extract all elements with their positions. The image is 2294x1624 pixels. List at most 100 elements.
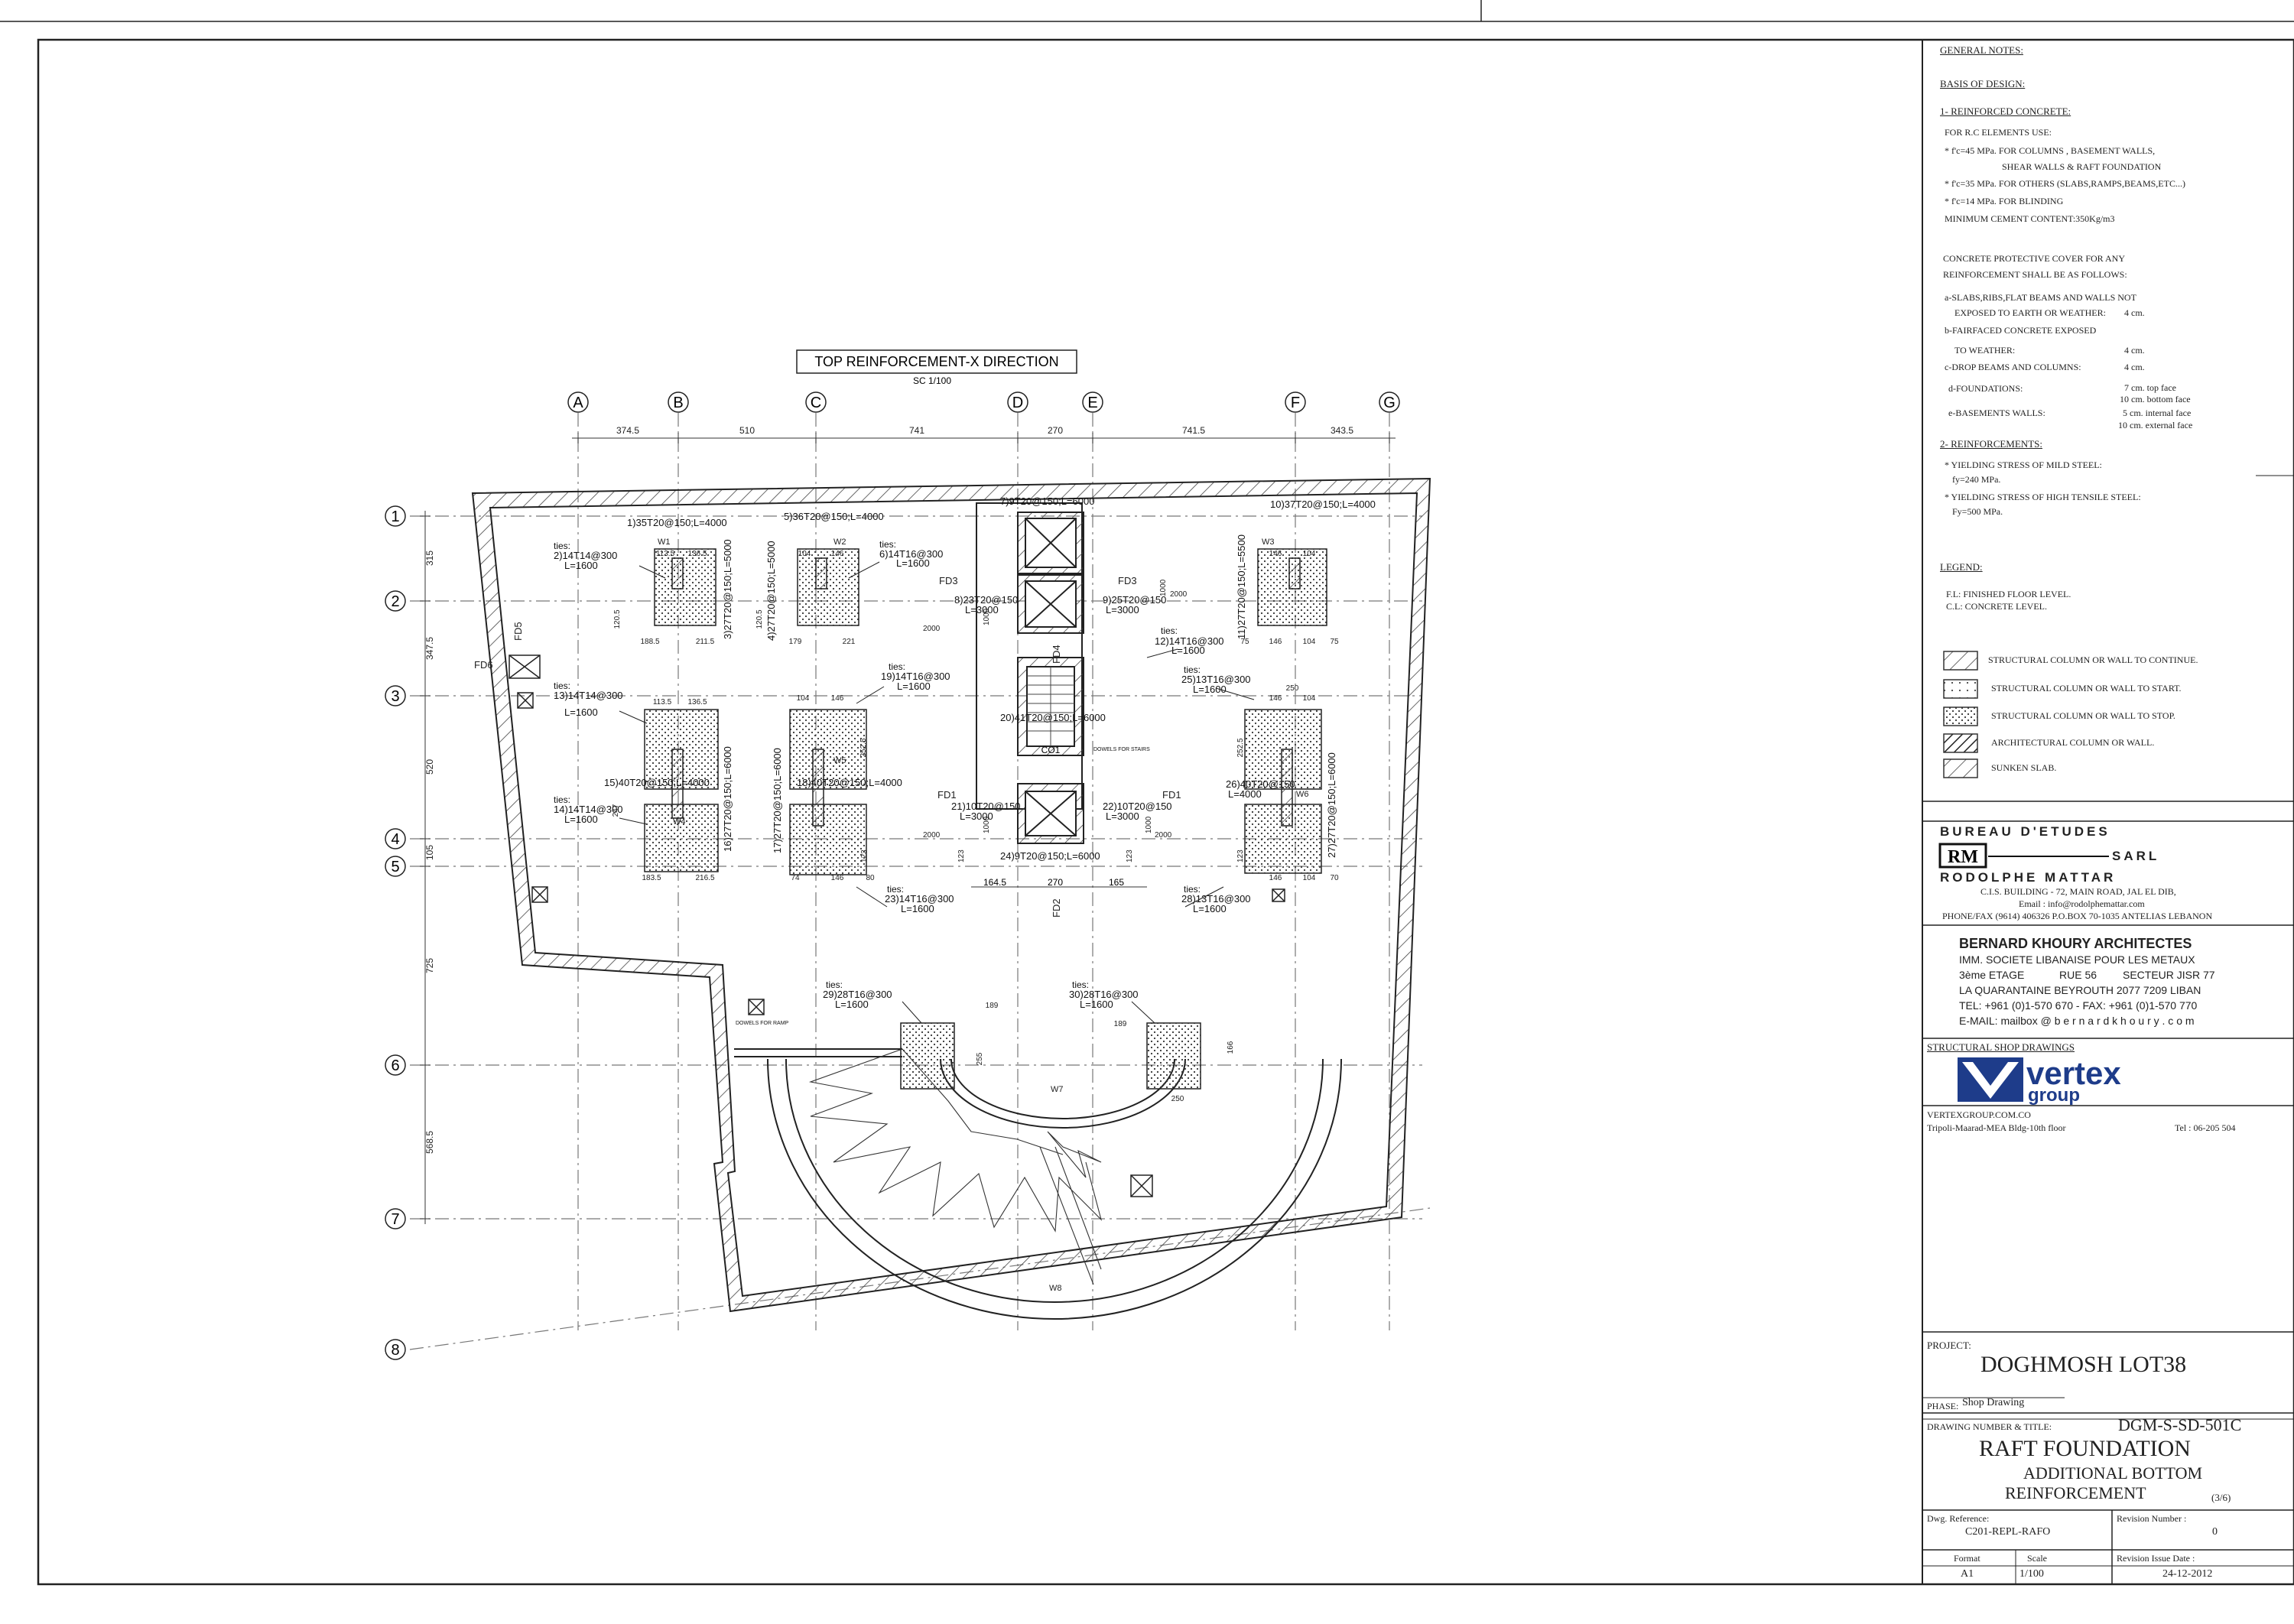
grid-label-c: C — [811, 395, 821, 411]
cover-e-value-2: 10 cm. external face — [2118, 420, 2193, 430]
w4-r1: 113.5 — [653, 698, 672, 706]
column-dimensions: 374.5 510 741 270 741.5 343.5 — [616, 425, 1353, 436]
w7-d4: 189 — [1114, 1020, 1127, 1028]
shop-address: Tripoli-Maarad-MEA Bldg-10th floor — [1927, 1122, 2066, 1133]
ties-4: ties: — [554, 680, 570, 691]
w3-b1: 75 — [1240, 638, 1249, 646]
sd-6: 1000 — [1159, 579, 1168, 596]
bar-29: 29)28T16@300 — [823, 989, 892, 1000]
w4-b2: 216.5 — [695, 874, 714, 882]
bar-23-len: L=1600 — [901, 903, 934, 914]
w8-label: W8 — [1049, 1284, 1062, 1293]
plan-title: TOP REINFORCEMENT-X DIRECTION — [814, 354, 1058, 369]
w6-label: W6 — [1296, 790, 1309, 799]
w5-side: 252.5 — [859, 738, 868, 757]
col-dim-fg: 343.5 — [1331, 425, 1353, 436]
w5-r2: 146 — [831, 694, 844, 703]
w3-label: W3 — [1262, 538, 1275, 547]
consultant-sarl: SARL — [2112, 849, 2160, 863]
panel-w4-core — [671, 749, 684, 819]
cover-d-value-2: 10 cm. bottom face — [2120, 394, 2191, 404]
sd-12: 123 — [1236, 849, 1245, 862]
sd-11: 123 — [860, 849, 869, 862]
grid-bubble-c: C — [805, 391, 827, 413]
w1-side: 120.5 — [613, 609, 622, 628]
bar-9-len: L=3000 — [1106, 604, 1139, 615]
rc-heading: 1- REINFORCED CONCRETE: — [1940, 106, 2071, 117]
ties-8: ties: — [887, 884, 904, 895]
architect-l4: TEL: +961 (0)1-570 670 - FAX: +961 (0)1-… — [1959, 999, 2198, 1012]
stair-treads — [1027, 667, 1074, 746]
core-dim-1: 164.5 — [983, 877, 1006, 888]
legend-item-start: STRUCTURAL COLUMN OR WALL TO START. — [1991, 683, 2182, 693]
architect-l5: E-MAIL: mailbox @ b e r n a r d k h o u … — [1959, 1015, 2195, 1027]
w6-b1: 146 — [1269, 874, 1282, 882]
vertex-group: group — [2028, 1085, 2080, 1106]
phase-value: Shop Drawing — [1962, 1397, 2025, 1408]
project-label: PROJECT: — [1927, 1340, 1971, 1351]
w3-b2: 146 — [1269, 638, 1282, 646]
reinf-line-3: * YIELDING STRESS OF HIGH TENSILE STEEL: — [1945, 492, 2141, 502]
drawing-number: DGM-S-SD-501C — [2118, 1415, 2242, 1434]
fd-label-1: FD3 — [939, 575, 958, 586]
format-value: A1 — [1961, 1568, 1974, 1580]
bar-24: 24)9T20@150;L=6000 — [1000, 850, 1100, 862]
reinf-line-4: Fy=500 MPa. — [1952, 506, 2003, 517]
w2-label: W2 — [833, 538, 846, 547]
dowel-notes: DOWELS FOR STAIRS DOWELS FOR RAMP — [736, 747, 1150, 1026]
bar-17: 17)27T20@150;L=6000 — [772, 748, 783, 853]
w5-r1: 104 — [797, 694, 810, 703]
grid-label-8: 8 — [391, 1342, 399, 1359]
consultant-addr1: C.I.S. BUILDING - 72, MAIN ROAD, JAL EL … — [1980, 886, 2176, 897]
core-dimensions: 164.5 270 165 — [971, 877, 1147, 888]
ties-5: ties: — [889, 661, 905, 672]
cover-a2-value: 4 cm. — [2124, 307, 2145, 318]
fd-label-8: FD6 — [474, 659, 493, 671]
ties-1: ties: — [554, 541, 570, 551]
bar-25: 25)13T16@300 — [1181, 674, 1251, 685]
w6-r1: 146 — [1269, 694, 1282, 703]
shop-tel: Tel : 06-205 504 — [2175, 1122, 2236, 1133]
grid-bubble-5: 5 — [385, 856, 406, 877]
panel-w5-core — [812, 749, 824, 827]
architect-l3: LA QUARANTAINE BEYROUTH 2077 7209 LIBAN — [1959, 984, 2201, 996]
w4-r2: 136.5 — [687, 698, 707, 706]
sd-9: 123 — [957, 849, 966, 862]
w7-d3: 250 — [1171, 1095, 1184, 1103]
bar-30: 30)28T16@300 — [1069, 989, 1139, 1000]
cover-b2-value: 4 cm. — [2124, 345, 2145, 356]
grid-bubble-e: E — [1082, 391, 1103, 413]
grid-label-2: 2 — [391, 593, 399, 610]
panel-w7-left — [900, 1022, 955, 1090]
panel-w2-core — [815, 557, 827, 590]
w4-side: 247 — [612, 804, 620, 817]
vertex-brand: vertex — [2026, 1055, 2121, 1091]
sd-10: 123 — [1126, 849, 1134, 862]
w2-r1: 104 — [798, 550, 811, 558]
grid-label-e: E — [1087, 395, 1097, 411]
consultant-line1: BUREAU D'ETUDES — [1940, 824, 2110, 839]
grid-bubble-a: A — [567, 391, 589, 413]
bar-26-len: L=4000 — [1228, 788, 1262, 800]
bar-10: 10)37T20@150;L=4000 — [1270, 499, 1376, 510]
sd-5: 1000 — [983, 608, 991, 625]
fd-label-3: FD4 — [1051, 645, 1062, 664]
fd-label-6: FD2 — [1051, 898, 1062, 918]
w1-b1: 188.5 — [640, 638, 659, 646]
bar-9: 9)25T20@150 — [1103, 594, 1166, 606]
date-label: Revision Issue Date : — [2117, 1553, 2195, 1564]
w2-b2: 221 — [843, 638, 856, 646]
legend-swatch-sunken — [1943, 758, 1978, 778]
legend-abbr-cl: C.L: CONCRETE LEVEL. — [1946, 601, 2047, 612]
bar-28-len: L=1600 — [1193, 903, 1227, 914]
w3-r1: 146 — [1269, 550, 1282, 558]
sheet-number: (3/6) — [2211, 1492, 2231, 1503]
bar-5: 5)36T20@150;L=4000 — [784, 511, 884, 522]
architect-name: BERNARD KHOURY ARCHITECTES — [1959, 936, 2192, 951]
column-grid-bubbles: A B C D E F G — [567, 391, 1400, 413]
w2-b1: 179 — [789, 638, 802, 646]
date-value: 24-12-2012 — [2162, 1568, 2213, 1580]
bar-4: 4)27T20@150;L=5000 — [765, 541, 777, 641]
legend-swatch-start — [1943, 679, 1978, 699]
